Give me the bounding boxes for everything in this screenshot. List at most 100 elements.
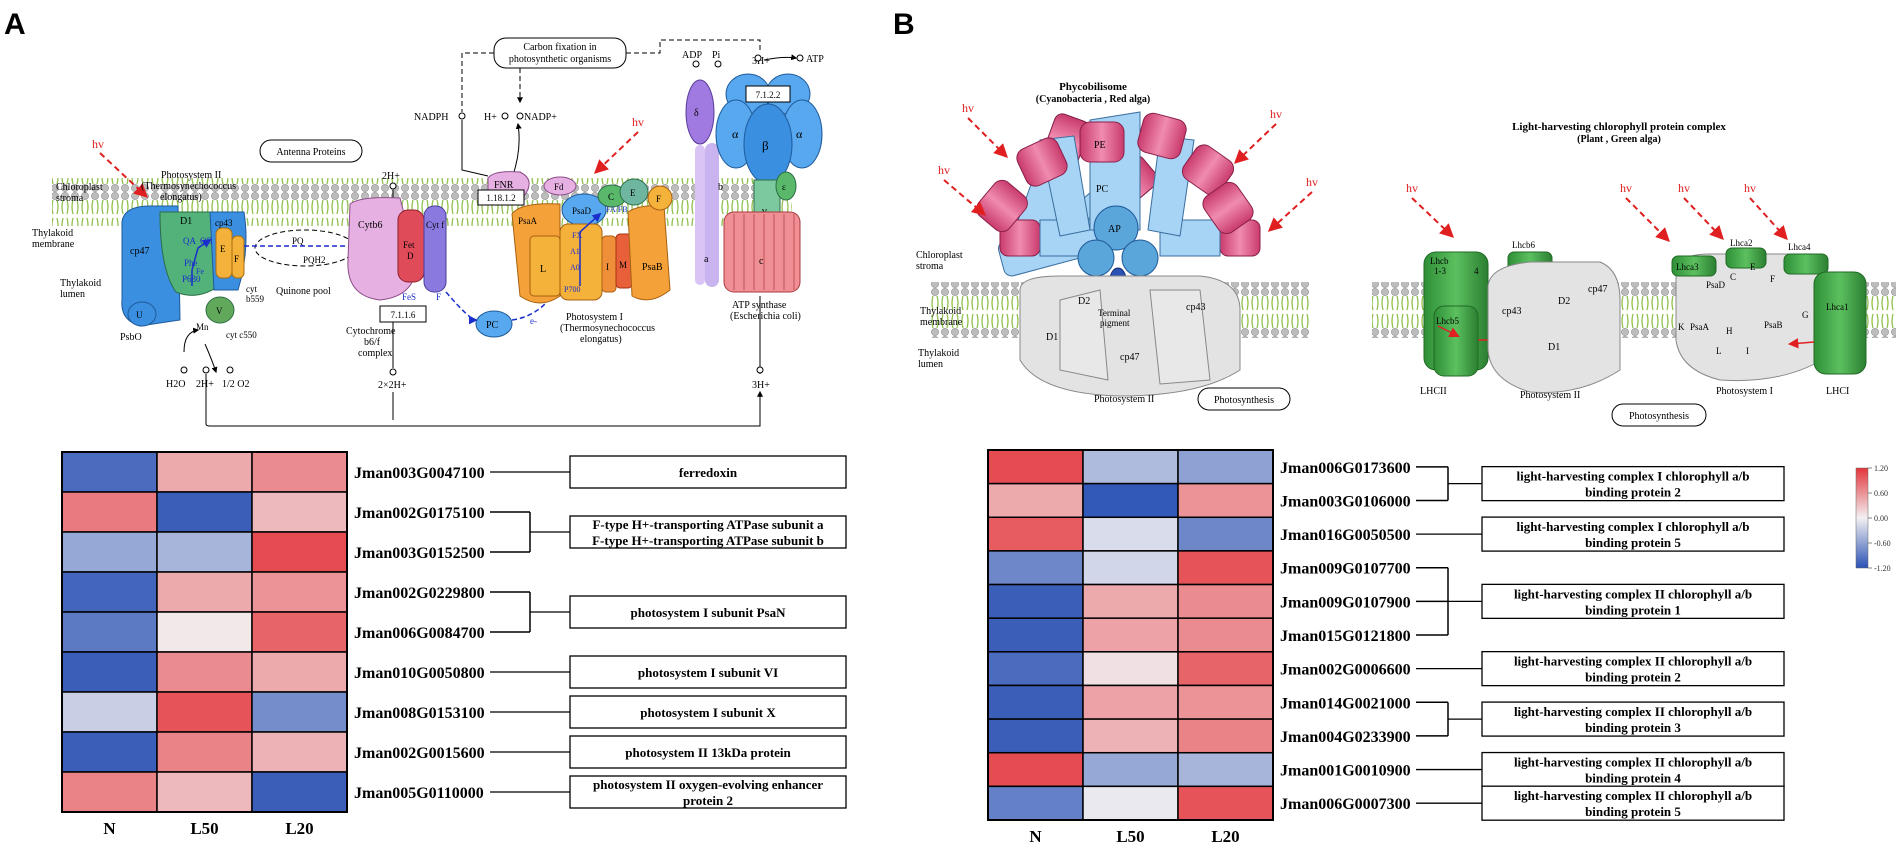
photosynthesis-pathway-diagram: Chloroplast stroma Thylakoid membrane Th… xyxy=(32,37,824,427)
thylakoid-lumen-label: Thylakoid xyxy=(60,278,101,289)
heatmap-cell xyxy=(251,531,348,573)
heatmap-cell xyxy=(156,571,253,613)
ps2-title: Photosystem II xyxy=(161,170,221,181)
adp-label: ADP xyxy=(682,50,702,61)
lhc-title: Light-harvesting chlorophyll protein com… xyxy=(1512,121,1726,133)
cyt-complex-label-3: complex xyxy=(358,348,392,359)
fet-label-2: D xyxy=(407,251,414,261)
column-label: L50 xyxy=(190,819,218,838)
heatmap-cell xyxy=(251,651,348,693)
antenna-proteins-box[interactable] xyxy=(259,139,363,163)
heatmap-b-gene-labels: Jman006G0173600Jman003G0106000Jman016G00… xyxy=(1280,460,1411,813)
color-scale-bar xyxy=(1855,467,1869,569)
gene-label: Jman015G0121800 xyxy=(1280,628,1411,645)
heatmap-cell xyxy=(156,491,253,533)
cp47-label-b2: cp47 xyxy=(1588,284,1607,295)
ec-7-1-1-6-box[interactable] xyxy=(379,305,427,323)
f-label-b: F xyxy=(1770,274,1775,284)
fnr-nadp-reduction xyxy=(511,122,522,179)
ps2-gray-complex-b xyxy=(1487,261,1621,393)
ap-label: AP xyxy=(1108,224,1121,235)
heatmap-cell xyxy=(1082,550,1179,586)
psae-label: E xyxy=(630,188,636,198)
nadph-to-carbon-link xyxy=(461,52,494,112)
heatmap-cell xyxy=(987,785,1084,821)
hv-arrow-pbs-1 xyxy=(967,117,1008,158)
hv-pbs-4: hv xyxy=(1306,175,1318,189)
lhci-transfer xyxy=(1787,338,1815,349)
annotation-text: light-harvesting complex II chlorophyll … xyxy=(1514,755,1752,770)
atp-epsilon xyxy=(775,171,797,201)
column-label: N xyxy=(103,819,116,838)
heatmap-cell xyxy=(987,617,1084,653)
cytf-label: Cyt f xyxy=(426,220,444,230)
psab-label: PsaB xyxy=(642,262,663,273)
heatmap-a-gene-labels: Jman003G0047100Jman002G0175100Jman003G01… xyxy=(354,465,485,802)
oxygen-label: 1/2 O2 xyxy=(222,379,250,390)
fes-label: FeS xyxy=(402,292,416,302)
psae-subunit xyxy=(619,178,649,206)
psaf-subunit xyxy=(647,185,673,211)
pe-label: PE xyxy=(1094,140,1106,151)
d1-label: D1 xyxy=(180,216,192,227)
h-label-b: H xyxy=(1726,326,1733,336)
cytf-heme-label: F xyxy=(436,292,441,302)
column-label: N xyxy=(1029,827,1042,842)
chloroplast-stroma-label: Chloroplast xyxy=(56,182,103,193)
fe-label: Fe xyxy=(196,267,204,276)
column-label: L50 xyxy=(1116,827,1144,842)
annotation-text-2: binding protein 5 xyxy=(1585,804,1681,819)
u-subunit-label: U xyxy=(136,310,143,320)
gene-label: Jman016G0050500 xyxy=(1280,527,1411,544)
gene-label: Jman006G0173600 xyxy=(1280,460,1411,477)
heatmap-cell xyxy=(1082,785,1179,821)
annotation-text: light-harvesting complex II chlorophyll … xyxy=(1514,586,1752,601)
lhc-subtitle: (Plant , Green alga) xyxy=(1577,134,1661,145)
cytb6-label: Cytb6 xyxy=(358,220,382,231)
photosynthesis-link-left[interactable] xyxy=(1197,387,1291,411)
carbon-fixation-label: Carbon fixation in xyxy=(523,42,596,53)
lhca3-label: Lhca3 xyxy=(1676,262,1699,272)
cyt-complex-label: Cytochrome xyxy=(346,326,396,337)
column-label: L20 xyxy=(285,819,313,838)
c-ring-label: c xyxy=(759,256,764,267)
gene-label: Jman004G0233900 xyxy=(1280,729,1411,746)
carbon-fixation-label-2: photosynthetic organisms xyxy=(509,54,611,65)
gene-label: Jman010G0050800 xyxy=(354,665,485,682)
a-subunit-label: a xyxy=(704,254,709,265)
ec-1-18-1-2-box[interactable] xyxy=(477,189,525,206)
heatmap-cell xyxy=(156,771,253,813)
cytc550-label: cyt c550 xyxy=(226,330,257,340)
i-label-b: I xyxy=(1746,346,1749,356)
gene-label: Jman008G0153100 xyxy=(354,705,485,722)
atp-node xyxy=(796,54,804,62)
ps1-title-2: (Thermosynechococcus xyxy=(560,323,655,334)
proton-node-top xyxy=(754,54,762,62)
v-subunit-label: V xyxy=(216,306,223,316)
phycobilisome-subtitle: (Cyanobacteria , Red alga) xyxy=(1036,94,1150,105)
gene-label: Jman009G0107700 xyxy=(1280,561,1411,578)
cyt-complex-label-2: b6/f xyxy=(364,337,381,348)
psab-label-b: PsaB xyxy=(1764,320,1783,330)
annotation-text-2: binding protein 1 xyxy=(1585,602,1681,617)
proton-node-bottom xyxy=(756,366,764,374)
annotation-box xyxy=(569,595,847,629)
light-hv-label: hv xyxy=(92,137,104,151)
annotation-text-2: binding protein 2 xyxy=(1585,670,1681,685)
ps1-electron-path xyxy=(579,212,602,286)
proton-release-arrow xyxy=(204,343,218,374)
hv-pbs-1: hv xyxy=(962,101,974,115)
heatmap-cell xyxy=(156,451,253,493)
annotation-text: light-harvesting complex II chlorophyll … xyxy=(1514,654,1752,669)
annotation-box xyxy=(1481,650,1785,687)
hv-pbs-2: hv xyxy=(938,163,950,177)
heatmap-b-cells xyxy=(987,449,1274,821)
ps2-label-b: Photosystem II xyxy=(1094,394,1154,405)
gene-label: Jman001G0010900 xyxy=(1280,763,1411,780)
ec-7-1-2-2-box[interactable] xyxy=(745,85,791,103)
heatmap-cell xyxy=(251,691,348,733)
photosynthesis-link-right[interactable] xyxy=(1611,403,1707,427)
heatmap-cell xyxy=(987,751,1084,788)
annotation-text-2: F-type H+-transporting ATPase subunit b xyxy=(592,533,824,548)
